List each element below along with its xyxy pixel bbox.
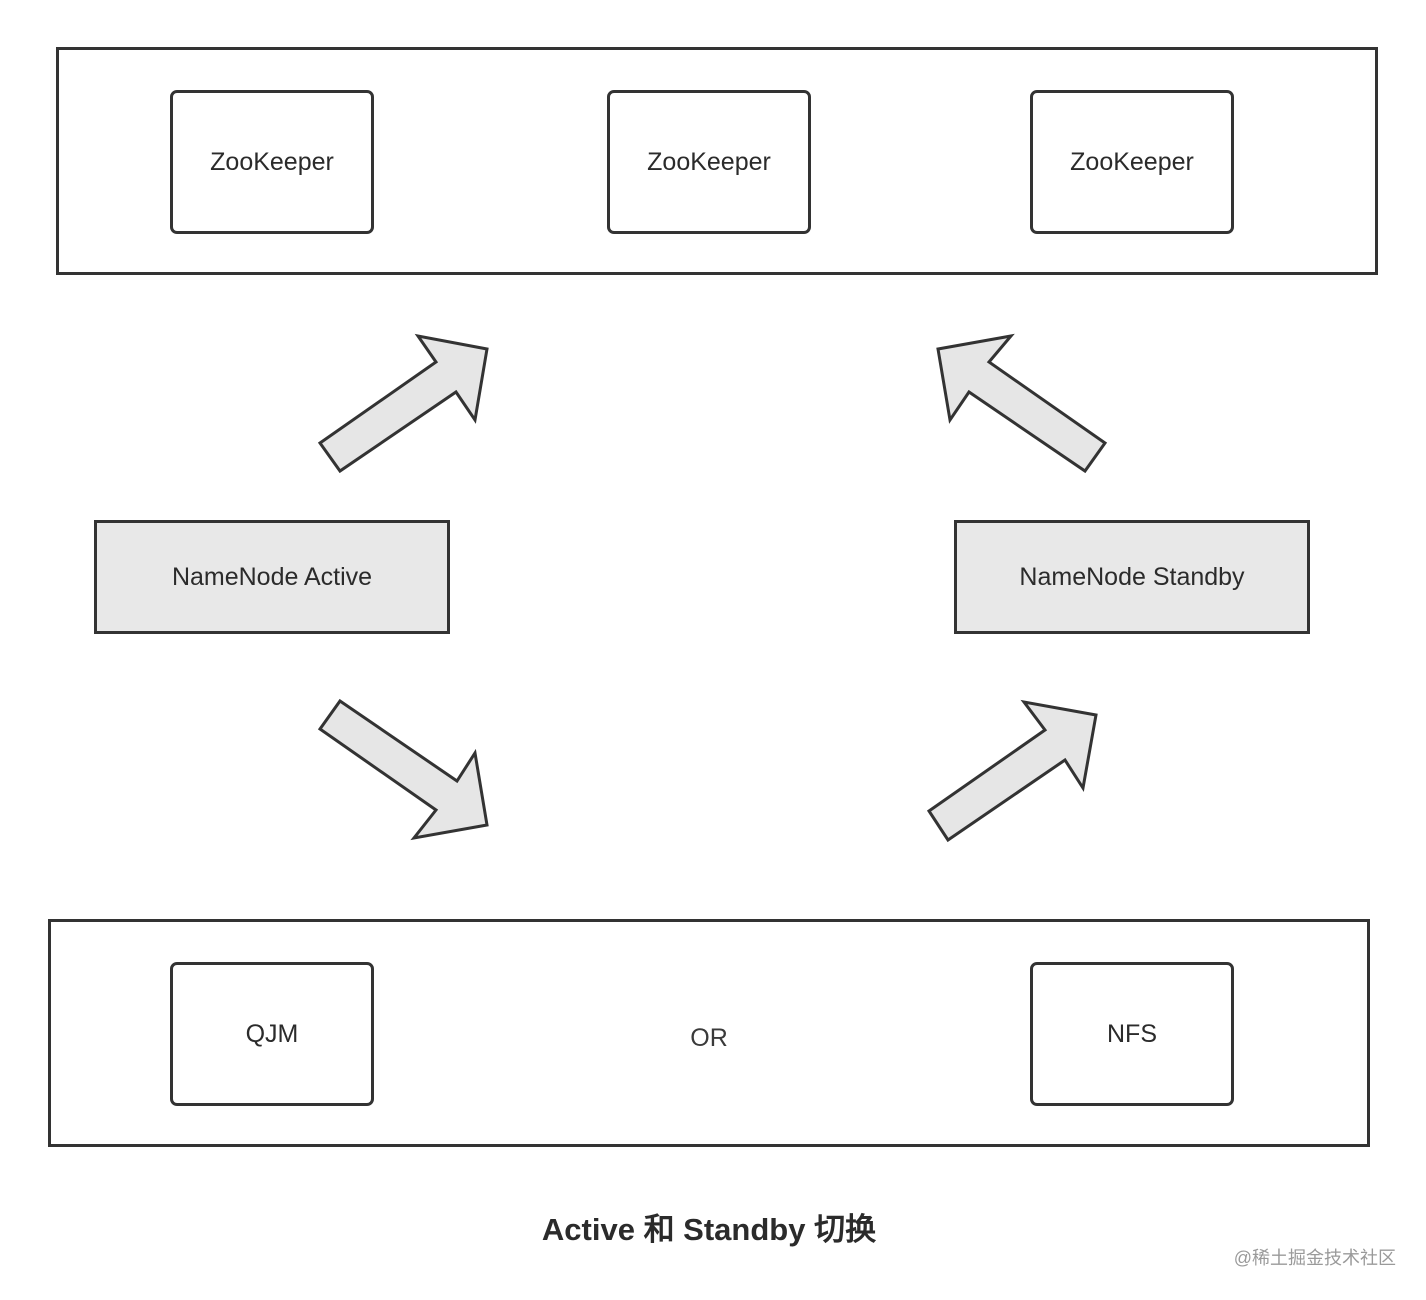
zookeeper-node-2: ZooKeeper — [607, 90, 811, 234]
zookeeper-node-2-label: ZooKeeper — [647, 147, 771, 176]
storage-nfs-node: NFS — [1030, 962, 1234, 1106]
storage-nfs-label: NFS — [1107, 1019, 1157, 1048]
arrow-active-to-storage — [317, 698, 489, 841]
storage-or-text: OR — [690, 1023, 728, 1052]
diagram-caption: Active 和 Standby 切换 — [541, 1212, 877, 1247]
storage-qjm-label: QJM — [245, 1019, 299, 1048]
storage-or-label: OR — [660, 1014, 758, 1062]
arrow-active-to-zookeeper — [317, 333, 489, 474]
zookeeper-node-1: ZooKeeper — [170, 90, 374, 234]
storage-qjm-node: QJM — [170, 962, 374, 1106]
zookeeper-node-3-label: ZooKeeper — [1070, 147, 1194, 176]
arrow-storage-to-standby — [926, 699, 1098, 843]
zookeeper-node-1-label: ZooKeeper — [210, 147, 334, 176]
namenode-standby-label: NameNode Standby — [1019, 562, 1245, 591]
zookeeper-node-3: ZooKeeper — [1030, 90, 1234, 234]
namenode-active: NameNode Active — [94, 520, 450, 634]
namenode-active-label: NameNode Active — [171, 562, 373, 591]
watermark: @稀土掘金技术社区 — [1233, 1248, 1396, 1268]
arrow-standby-to-zookeeper — [936, 333, 1108, 474]
namenode-standby: NameNode Standby — [954, 520, 1310, 634]
